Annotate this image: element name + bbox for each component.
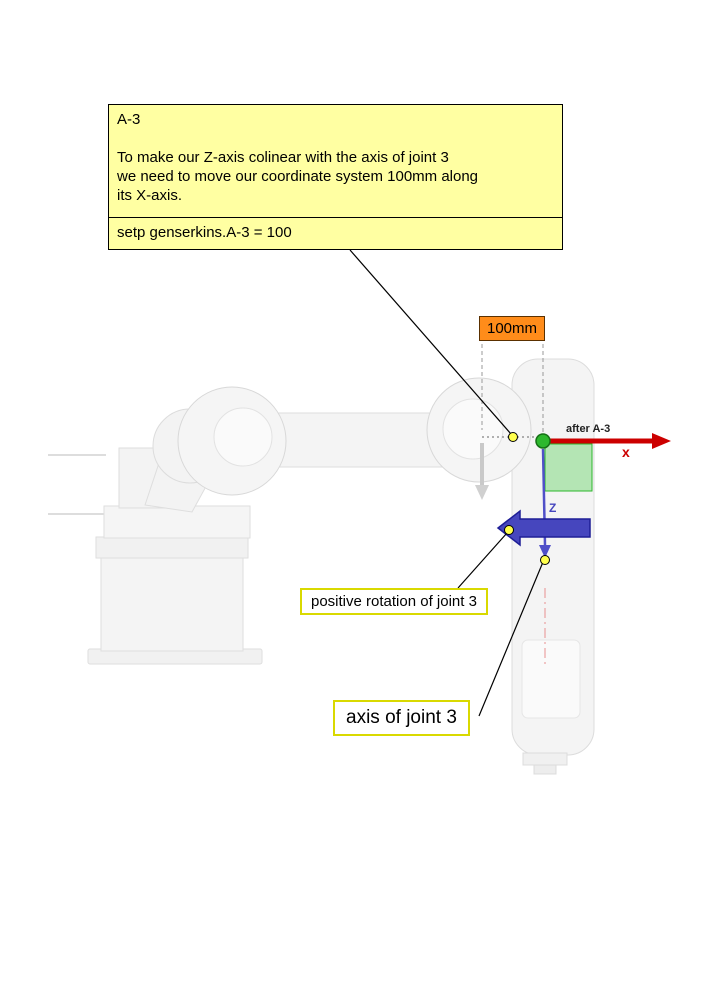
z-axis-arrowhead bbox=[539, 545, 551, 558]
callout-body: To make our Z-axis colinear with the axi… bbox=[117, 148, 554, 205]
old-z-axis-arrowhead bbox=[475, 485, 489, 500]
robot-base-cylinder bbox=[100, 555, 244, 652]
z-axis-label: Z bbox=[549, 501, 557, 515]
robot-wrist-hub bbox=[442, 398, 504, 460]
rotation-leader-line bbox=[457, 532, 508, 589]
callout-body-line-2: we need to move our coordinate system 10… bbox=[117, 168, 479, 185]
callout-title: A-3 bbox=[117, 111, 141, 128]
robot-shoulder-hub bbox=[213, 407, 273, 467]
robot-turret bbox=[103, 505, 251, 539]
axis-leader-dot bbox=[540, 555, 550, 565]
origin-marker bbox=[535, 433, 551, 449]
callout-leader-line bbox=[349, 249, 512, 435]
callout-command: setp genserkins.A-3 = 100 bbox=[109, 217, 562, 249]
positive-rotation-arrow bbox=[496, 509, 591, 547]
callout-box: A-3 To make our Z-axis colinear with the… bbox=[108, 104, 563, 250]
x-axis-arrowhead bbox=[652, 433, 671, 449]
coordinate-plane-square bbox=[544, 443, 593, 492]
dimension-label: 100mm bbox=[479, 316, 545, 341]
positive-rotation-label: positive rotation of joint 3 bbox=[300, 588, 488, 615]
axis-of-joint-3-label: axis of joint 3 bbox=[333, 700, 470, 736]
after-a3-label: after A-3 bbox=[566, 423, 611, 435]
x-axis-label: x bbox=[622, 444, 630, 460]
callout-leader-dot bbox=[508, 432, 518, 442]
robot-tool-tip bbox=[533, 764, 557, 775]
robot-tool-flange bbox=[522, 752, 568, 766]
rotation-leader-dot bbox=[504, 525, 514, 535]
robot-base-flange bbox=[95, 536, 249, 559]
robot-forearm-panel bbox=[521, 639, 581, 719]
axis-leader-line bbox=[478, 561, 544, 717]
callout-body-line-3: its X-axis. bbox=[117, 187, 183, 204]
callout-body-line-1: To make our Z-axis colinear with the axi… bbox=[117, 149, 449, 166]
